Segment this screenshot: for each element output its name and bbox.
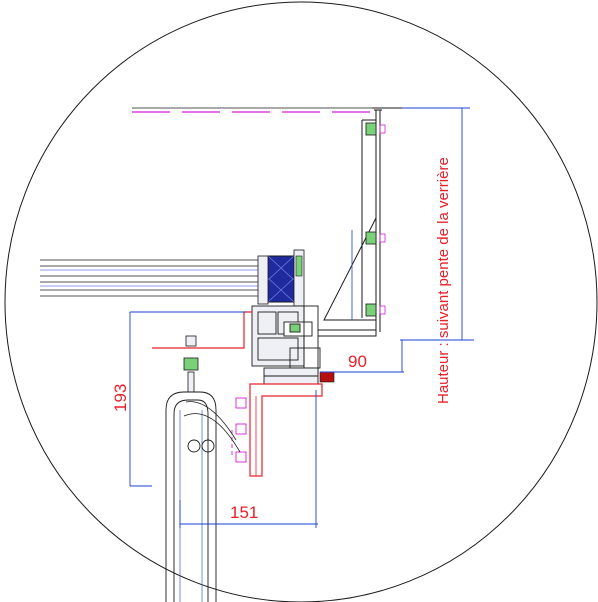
dimension-193-label: 193 [111,384,130,412]
bolt-top [365,122,386,136]
post-bolt [183,335,199,393]
seal-strip [319,371,335,383]
dimension-193: 193 [111,311,246,487]
anchor-bolts [231,397,247,463]
post-profile [165,391,241,602]
dimension-151-label: 151 [230,503,258,522]
bolt-middle [365,231,386,245]
height-note-dimension: Hauteur : suivant pente de la verrière [402,107,470,404]
height-note-label: Hauteur : suivant pente de la verrière [435,157,452,404]
insulation-block [257,249,305,307]
bracket-upper [152,311,252,349]
detail-circle [4,1,598,602]
dimension-151: 151 [179,390,318,528]
glass-slope-line [132,107,402,113]
profile-assembly [251,305,321,385]
glazing-panel [40,259,258,297]
angle-bracket [249,383,323,477]
bolt-bottom [365,303,386,317]
support-plate [318,109,382,337]
dimension-90-label: 90 [348,352,367,371]
